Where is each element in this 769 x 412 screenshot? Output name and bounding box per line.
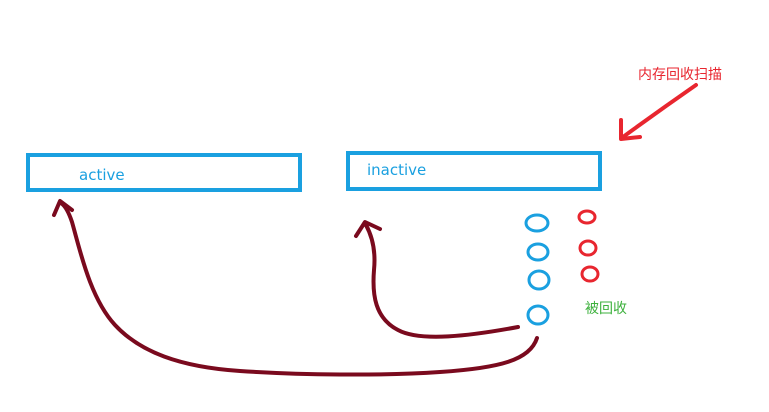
active-label: active	[79, 166, 125, 184]
arrow-to-active	[52, 199, 539, 377]
recycled-label: 被回收	[585, 301, 627, 317]
object-circle-blue-2	[526, 242, 550, 262]
memory-scan-label: 内存回收扫描	[638, 67, 722, 83]
inactive-label: inactive	[367, 161, 427, 179]
active-box	[26, 153, 302, 192]
inactive-box	[346, 151, 602, 191]
recycled-circle-red-3	[580, 265, 600, 283]
recycled-circle-red-1	[577, 209, 597, 225]
recycled-circle-red-2	[578, 239, 598, 257]
object-circle-blue-1	[524, 213, 550, 233]
object-circle-blue-4	[526, 304, 550, 326]
scan-arrow	[619, 83, 698, 141]
arrow-to-inactive	[354, 220, 520, 339]
object-circle-blue-3	[527, 269, 551, 291]
